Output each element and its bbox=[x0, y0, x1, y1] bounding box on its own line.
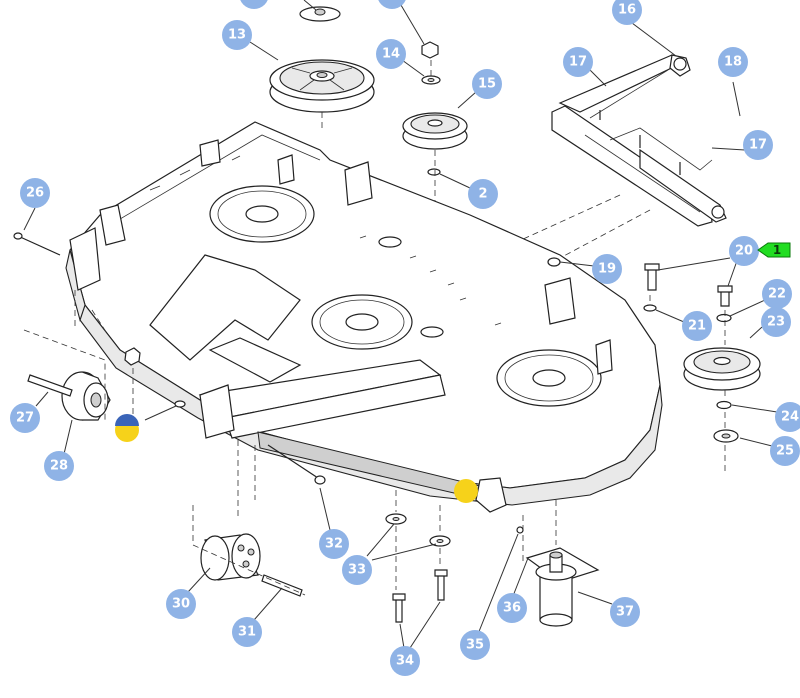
callout-21[interactable]: 21 bbox=[682, 311, 712, 341]
svg-text:36: 36 bbox=[503, 601, 521, 616]
callout-17-right[interactable]: 17 bbox=[743, 130, 773, 160]
callout-partial-top-left bbox=[240, 0, 268, 9]
callout-26[interactable]: 26 bbox=[20, 178, 50, 208]
grease-fitting-35 bbox=[516, 526, 524, 534]
roller-30 bbox=[200, 533, 303, 597]
nut-left bbox=[124, 347, 141, 366]
callout-17-top[interactable]: 17 bbox=[563, 47, 593, 77]
callout-32[interactable]: 32 bbox=[319, 529, 349, 559]
svg-text:13: 13 bbox=[228, 28, 246, 43]
bolt-20 bbox=[644, 263, 733, 307]
callout-36[interactable]: 36 bbox=[497, 593, 527, 623]
svg-text:35: 35 bbox=[466, 638, 484, 653]
svg-text:2: 2 bbox=[478, 187, 487, 202]
highlight-marker bbox=[454, 479, 478, 503]
bolt-left-washer bbox=[174, 400, 186, 408]
svg-text:31: 31 bbox=[238, 625, 256, 640]
washer-21 bbox=[643, 304, 657, 312]
callout-14[interactable]: 14 bbox=[376, 39, 406, 69]
pulley-23 bbox=[683, 347, 761, 391]
svg-text:16: 16 bbox=[618, 3, 636, 18]
washer-24 bbox=[716, 400, 732, 410]
svg-text:25: 25 bbox=[776, 444, 794, 459]
svg-text:14: 14 bbox=[382, 47, 400, 62]
svg-text:37: 37 bbox=[616, 605, 634, 620]
callout-30[interactable]: 30 bbox=[166, 589, 196, 619]
svg-text:33: 33 bbox=[348, 563, 366, 578]
svg-text:32: 32 bbox=[325, 537, 343, 552]
callout-15[interactable]: 15 bbox=[472, 69, 502, 99]
svg-text:20: 20 bbox=[735, 244, 753, 259]
callout-34[interactable]: 34 bbox=[390, 646, 420, 676]
washer-2 bbox=[427, 168, 441, 176]
spindle-37 bbox=[525, 547, 600, 627]
callout-23[interactable]: 23 bbox=[761, 307, 791, 337]
callout-partial-top bbox=[378, 0, 406, 9]
svg-text:19: 19 bbox=[598, 262, 616, 277]
bolts-34 bbox=[392, 569, 448, 623]
spacer-25 bbox=[713, 429, 739, 443]
leader-lines bbox=[23, 0, 778, 649]
washer-22 bbox=[716, 313, 732, 323]
bolt-32 bbox=[267, 444, 326, 485]
callout-28[interactable]: 28 bbox=[44, 451, 74, 481]
callout-16[interactable]: 16 bbox=[612, 0, 642, 25]
callout-35[interactable]: 35 bbox=[460, 630, 490, 660]
callout-24[interactable]: 24 bbox=[775, 402, 800, 432]
callout-31[interactable]: 31 bbox=[232, 617, 262, 647]
highlight-marker-rim bbox=[115, 414, 139, 426]
callout-37[interactable]: 37 bbox=[610, 597, 640, 627]
callout-20[interactable]: 20 bbox=[729, 236, 759, 266]
washers-33 bbox=[385, 513, 451, 547]
callout-25[interactable]: 25 bbox=[770, 436, 800, 466]
svg-text:24: 24 bbox=[781, 410, 799, 425]
svg-text:26: 26 bbox=[26, 186, 44, 201]
mower-deck-housing bbox=[65, 121, 663, 513]
pulley-15 bbox=[402, 112, 468, 150]
callout-13[interactable]: 13 bbox=[222, 20, 252, 50]
pulley-13 bbox=[269, 59, 375, 113]
bolt-19 bbox=[547, 257, 561, 267]
svg-text:22: 22 bbox=[768, 287, 786, 302]
callout-19[interactable]: 19 bbox=[592, 254, 622, 284]
green-flag-1[interactable]: 1 bbox=[757, 242, 791, 258]
svg-text:15: 15 bbox=[478, 77, 496, 92]
pulley-top-partial bbox=[299, 6, 341, 22]
svg-text:27: 27 bbox=[16, 411, 34, 426]
gauge-wheel-28 bbox=[27, 371, 111, 421]
callout-22[interactable]: 22 bbox=[762, 279, 792, 309]
svg-text:18: 18 bbox=[724, 55, 742, 70]
svg-text:1: 1 bbox=[773, 243, 781, 257]
callout-33[interactable]: 33 bbox=[342, 555, 372, 585]
svg-text:17: 17 bbox=[749, 138, 767, 153]
deck-lift-frame bbox=[551, 54, 727, 227]
callout-18[interactable]: 18 bbox=[718, 47, 748, 77]
svg-text:23: 23 bbox=[767, 315, 785, 330]
callout-27[interactable]: 27 bbox=[10, 403, 40, 433]
svg-text:21: 21 bbox=[688, 319, 706, 334]
svg-text:30: 30 bbox=[172, 597, 190, 612]
bolt-26 bbox=[13, 232, 61, 256]
svg-text:34: 34 bbox=[396, 654, 414, 669]
callout-2[interactable]: 2 bbox=[468, 179, 498, 209]
svg-text:28: 28 bbox=[50, 459, 68, 474]
svg-text:17: 17 bbox=[569, 55, 587, 70]
